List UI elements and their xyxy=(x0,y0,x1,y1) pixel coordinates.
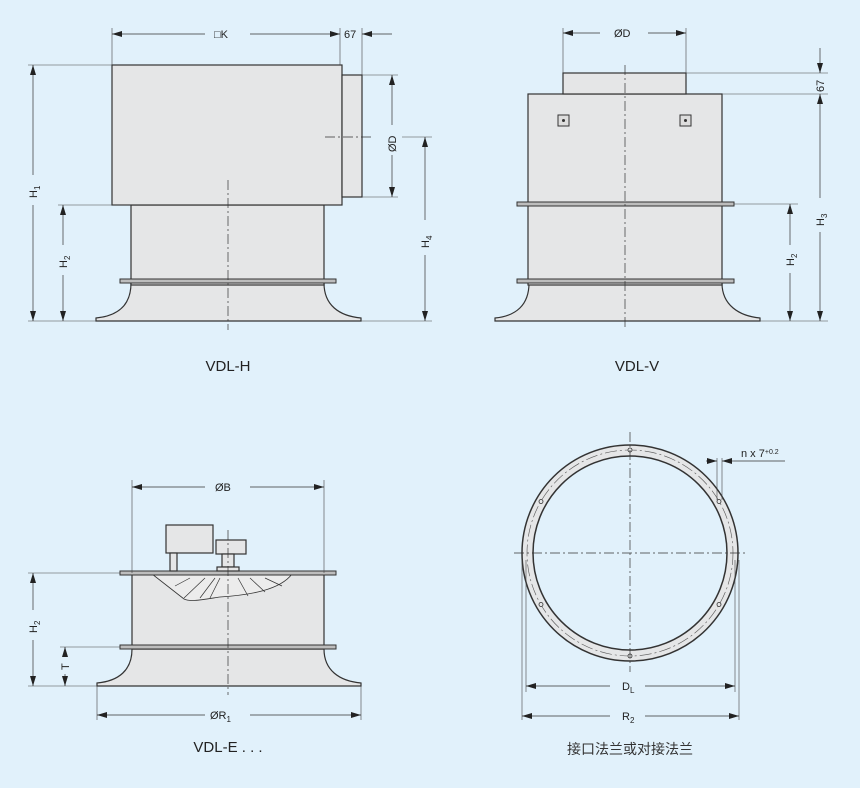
actuator-gear xyxy=(215,539,247,555)
dim-t-label: T xyxy=(60,663,72,670)
bell-mouth-inlet xyxy=(96,648,362,687)
bell-mouth-inlet xyxy=(494,282,761,322)
fan-housing xyxy=(111,64,343,206)
bolt-holes xyxy=(538,447,722,659)
flange-ring-upper xyxy=(516,201,735,207)
dim-67-label: 67 xyxy=(344,29,356,41)
top-outlet xyxy=(562,72,687,95)
actuator-motor xyxy=(165,524,214,554)
dim-d-label: ØD xyxy=(614,28,631,40)
impeller-cutaway xyxy=(150,573,293,601)
caption-vdl-h: VDL-H xyxy=(205,358,250,375)
caption-vdl-v: VDL-V xyxy=(615,358,659,375)
view-flange: n x 7+0.2 DL R2 接口法兰或对接法兰 xyxy=(514,432,785,758)
dim-h2-label: H2 xyxy=(28,620,42,633)
dim-h2-label: H2 xyxy=(58,255,72,268)
caption-flange: 接口法兰或对接法兰 xyxy=(567,741,693,758)
dim-h4-label: H4 xyxy=(420,235,434,248)
caption-vdl-e: VDL-E . . . xyxy=(193,739,262,756)
support-bolt xyxy=(169,552,178,572)
dim-h3-label: H3 xyxy=(815,213,829,226)
dim-k-label: □K xyxy=(214,29,229,41)
view-vdl-h: □K 67 H1 H2 ØD H4 VDL-H xyxy=(28,28,434,375)
view-vdl-v: ØD 67 H3 H2 VDL-V xyxy=(494,28,829,375)
dim-b-label: ØB xyxy=(215,482,231,494)
duct-cylinder xyxy=(130,204,325,286)
bell-mouth-inlet xyxy=(95,282,362,322)
dim-r1-label: ØR1 xyxy=(210,710,232,724)
dim-h1-label: H1 xyxy=(28,185,42,198)
impeller-blades xyxy=(174,577,283,599)
dim-d-label: ØD xyxy=(387,135,399,152)
dim-r2-label: R2 xyxy=(622,711,635,725)
dim-67-label: 67 xyxy=(815,80,827,92)
flange-ring-lower xyxy=(516,278,735,284)
view-vdl-e: ØB H2 T ØR1 VDL-E . . . xyxy=(28,480,362,756)
bolt-hole-spec-label: n x 7+0.2 xyxy=(741,448,779,460)
side-outlet xyxy=(341,74,363,198)
dim-dl-label: DL xyxy=(622,681,635,695)
dim-h2-label: H2 xyxy=(785,253,799,266)
